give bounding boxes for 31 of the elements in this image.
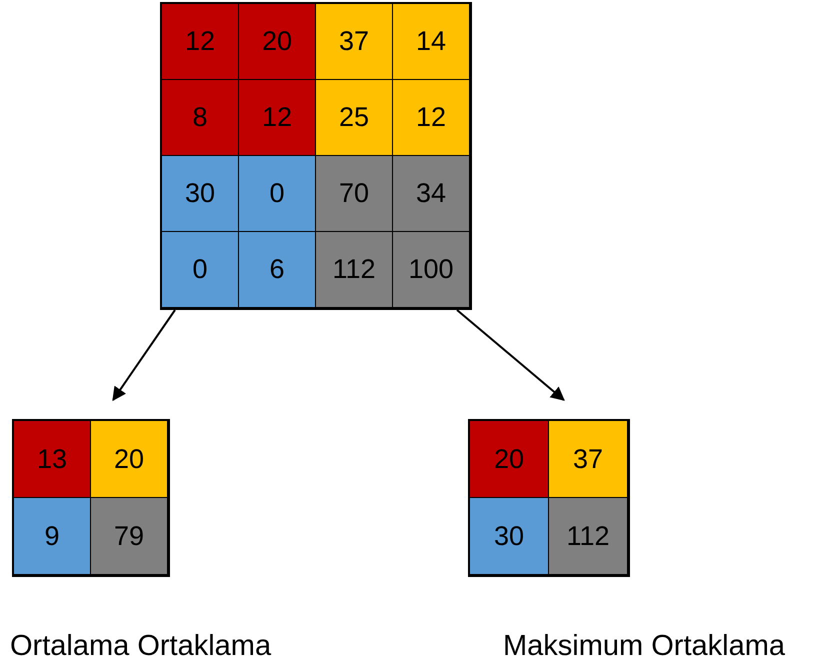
value-cell: 9 xyxy=(13,497,91,575)
value-cell: 20 xyxy=(238,3,316,80)
value-cell: 79 xyxy=(90,497,168,575)
value-cell: 37 xyxy=(548,420,628,498)
value-cell: 30 xyxy=(469,497,549,575)
value-cell: 20 xyxy=(469,420,549,498)
value-cell: 34 xyxy=(392,155,470,232)
value-cell: 6 xyxy=(238,231,316,308)
value-cell: 12 xyxy=(238,79,316,156)
value-cell: 12 xyxy=(392,79,470,156)
arrow xyxy=(112,309,176,402)
caption-text: Ortalama Ortaklama xyxy=(10,630,272,663)
value-cell: 8 xyxy=(161,79,239,156)
value-cell: 14 xyxy=(392,3,470,80)
value-cell: 20 xyxy=(90,420,168,498)
value-cell: 100 xyxy=(392,231,470,308)
value-cell: 0 xyxy=(161,231,239,308)
pooling-grid xyxy=(160,2,472,310)
value-cell: 12 xyxy=(161,3,239,80)
pooling-grid xyxy=(468,419,630,577)
value-cell: 30 xyxy=(161,155,239,232)
value-cell: 37 xyxy=(315,3,393,80)
value-cell: 70 xyxy=(315,155,393,232)
pooling-grid xyxy=(12,419,170,577)
arrow xyxy=(456,309,565,401)
value-cell: 112 xyxy=(548,497,628,575)
value-cell: 112 xyxy=(315,231,393,308)
caption-text: Maksimum Ortaklama xyxy=(503,630,785,663)
value-cell: 25 xyxy=(315,79,393,156)
value-cell: 13 xyxy=(13,420,91,498)
value-cell: 0 xyxy=(238,155,316,232)
